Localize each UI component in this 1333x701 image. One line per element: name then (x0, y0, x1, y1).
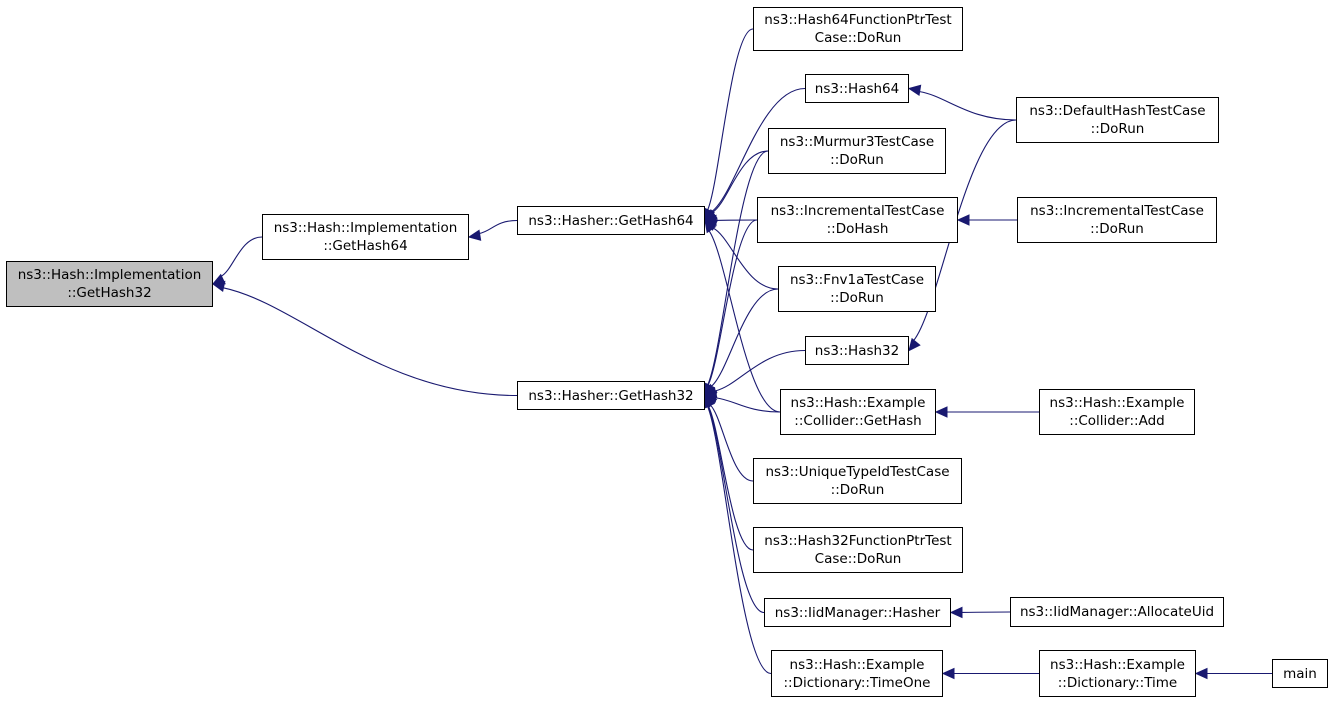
arrowhead (956, 214, 970, 226)
edge-hasher_gethash32-to-impl_gethash32 (223, 287, 518, 397)
node-label-line: ::Dictionary::Time (1057, 674, 1178, 691)
node-label-line: ns3::Hash64FunctionPtrTest (764, 12, 952, 28)
arrowhead (907, 84, 922, 97)
node-label-line: ::DoRun (830, 152, 884, 168)
node-label-line: ::GetHash32 (67, 285, 152, 301)
edge-defaulthash_dorun-to-hash64 (919, 91, 1017, 121)
node-hasher-gethash64[interactable]: ns3::Hasher::GetHash64 (517, 206, 705, 235)
edge-fnv1a_dorun-to-hasher_gethash64 (712, 227, 779, 290)
node-label-line: ::DoRun (1090, 221, 1144, 237)
node-label-line: ns3::Hash::Example (789, 656, 925, 673)
node-label-line: ns3::Hash64 (814, 80, 900, 97)
node-label-line: ns3::IidManager::Hasher (774, 604, 941, 621)
node-label-line: ns3::UniqueTypeIdTestCase (765, 464, 950, 480)
node-label-line: ns3::IncrementalTestCase (1030, 203, 1204, 219)
edge-iid_hasher-to-hasher_gethash32 (707, 405, 765, 614)
edge-dict_timeone-to-hasher_gethash32 (707, 405, 772, 675)
node-impl-gethash64[interactable]: ns3::Hash::Implementation::GetHash64 (262, 214, 469, 260)
node-label-line: ns3::Hasher::GetHash32 (528, 387, 694, 404)
node-label-line: ns3::DefaultHashTestCase (1029, 103, 1206, 119)
node-iid-hasher[interactable]: ns3::IidManager::Hasher (764, 598, 951, 627)
node-dict-time[interactable]: ns3::Hash::Example::Dictionary::Time (1039, 650, 1196, 697)
node-label-line: ns3::Murmur3TestCase (779, 134, 935, 150)
arrowhead (934, 406, 948, 418)
node-label-line: ns3::Hash::Example (1049, 395, 1185, 411)
node-hasher-gethash32[interactable]: ns3::Hasher::GetHash32 (517, 381, 705, 410)
node-label-line: Case::DoRun (814, 551, 902, 567)
node-uniquetypeid-dorun[interactable]: ns3::UniqueTypeIdTestCase::DoRun (753, 458, 962, 504)
node-label-line: ::GetHash64 (323, 238, 408, 254)
node-label-line: ns3::Hash::Example (1050, 656, 1185, 673)
node-dict-timeone[interactable]: ns3::Hash::Example::Dictionary::TimeOne (771, 650, 943, 697)
edge-hash64fp_dorun-to-hasher_gethash64 (707, 28, 754, 211)
node-defaulthash-dorun[interactable]: ns3::DefaultHashTestCase::DoRun (1016, 97, 1219, 143)
node-label-line: ::DoRun (830, 482, 885, 498)
node-collider-add[interactable]: ns3::Hash::Example::Collider::Add (1039, 389, 1195, 435)
edge-collider_gethash-to-hasher_gethash64 (708, 230, 781, 413)
edge-collider_gethash-to-hasher_gethash32 (715, 397, 781, 413)
arrowhead (467, 229, 482, 241)
edge-murmur3_dorun-to-hasher_gethash32 (707, 150, 769, 386)
node-label-line: ns3::Hasher::GetHash64 (528, 212, 694, 229)
node-incremental-dohash[interactable]: ns3::IncrementalTestCase::DoHash (757, 197, 958, 243)
node-label-line: ::DoRun (1090, 121, 1145, 137)
node-label-line: ns3::Hash::Example (790, 395, 926, 411)
node-label-line: ns3::Fnv1aTestCase (789, 272, 925, 288)
node-collider-gethash[interactable]: ns3::Hash::Example::Collider::GetHash (780, 389, 936, 435)
node-label-line: Case::DoRun (814, 30, 902, 46)
node-label-line: ns3::Hash32FunctionPtrTest (764, 533, 952, 549)
node-label-line: ::DoHash (826, 221, 889, 237)
node-label-line: ::Collider::Add (1069, 413, 1165, 429)
edge-hasher_gethash64-to-impl_gethash64 (479, 219, 518, 234)
edge-uniquetypeid_dorun-to-hasher_gethash32 (709, 404, 754, 482)
arrowhead (949, 606, 963, 619)
edge-hash32-to-hasher_gethash32 (714, 349, 806, 392)
edge-incremental_dohash-to-hasher_gethash32 (707, 219, 758, 386)
node-label-line: ns3::IncrementalTestCase (770, 203, 945, 219)
node-iid-allocateuid[interactable]: ns3::IidManager::AllocateUid (1010, 597, 1224, 627)
node-impl-gethash32: ns3::Hash::Implementation::GetHash32 (6, 261, 213, 307)
node-label-line: ns3::Hash::Implementation (17, 267, 202, 283)
node-hash64[interactable]: ns3::Hash64 (805, 74, 909, 103)
edge-murmur3_dorun-to-hasher_gethash64 (712, 150, 769, 213)
node-fnv1a-dorun[interactable]: ns3::Fnv1aTestCase::DoRun (778, 266, 936, 312)
arrowhead (941, 667, 955, 680)
arrowhead (211, 280, 226, 293)
node-incremental-dorun[interactable]: ns3::IncrementalTestCase::DoRun (1017, 197, 1217, 243)
edge-fnv1a_dorun-to-hasher_gethash32 (710, 288, 779, 387)
edge-impl_gethash64-to-impl_gethash32 (220, 236, 263, 277)
node-label-line: ::Dictionary::TimeOne (783, 674, 931, 691)
node-label-line: ns3::Hash32 (814, 342, 900, 359)
arrowhead (1194, 667, 1208, 680)
node-label-line: ::Collider::GetHash (794, 413, 922, 429)
edge-hash32fp_dorun-to-hasher_gethash32 (707, 405, 754, 551)
node-label-line: ::DoRun (830, 290, 884, 306)
edge-hash64-to-hasher_gethash64 (711, 87, 806, 213)
arrowhead (908, 337, 921, 352)
node-label-line: ns3::IidManager::AllocateUid (1019, 604, 1215, 620)
node-main[interactable]: main (1272, 659, 1328, 688)
node-murmur3-dorun[interactable]: ns3::Murmur3TestCase::DoRun (768, 128, 946, 174)
node-label-line: main (1283, 665, 1317, 682)
arrowhead (704, 219, 717, 234)
node-label-line: ns3::Hash::Implementation (273, 220, 458, 236)
node-hash32[interactable]: ns3::Hash32 (805, 336, 909, 365)
